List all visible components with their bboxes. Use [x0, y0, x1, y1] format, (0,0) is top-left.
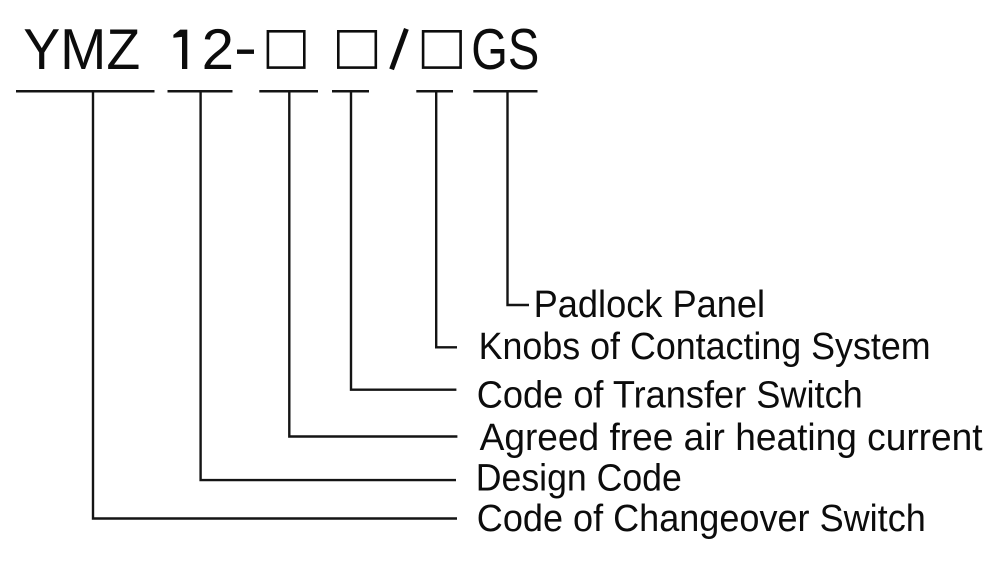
svg-text:YMZ: YMZ: [23, 18, 140, 82]
svg-text:Padlock Panel: Padlock Panel: [534, 283, 766, 325]
svg-text:2: 2: [202, 18, 234, 82]
svg-text:Code of Transfer Switch: Code of Transfer Switch: [477, 373, 863, 415]
svg-text:GS: GS: [471, 18, 539, 82]
svg-text:Design Code: Design Code: [476, 456, 682, 498]
svg-text:Agreed free air heating curren: Agreed free air heating current: [480, 416, 984, 458]
svg-text:Code of Changeover Switch: Code of Changeover Switch: [477, 497, 926, 539]
svg-text:Knobs of Contacting System: Knobs of Contacting System: [479, 325, 931, 367]
